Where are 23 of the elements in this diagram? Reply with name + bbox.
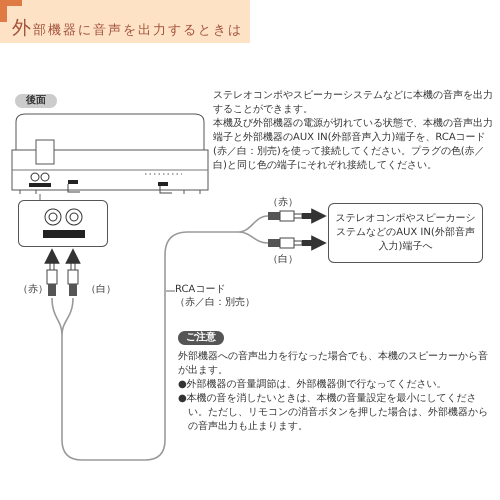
cable-label: （赤／白：別売） (175, 296, 255, 309)
arrow (302, 208, 327, 224)
destination-box (328, 203, 483, 263)
cable-label: RCAコード (175, 283, 226, 296)
note: ●外部機器の音量調節は、外部機器側で行なってください。 (178, 378, 448, 392)
color-label: （白） (86, 283, 117, 297)
caution-badge: ご注意 (178, 331, 224, 345)
color-label: （赤） (268, 196, 299, 210)
view-badge: 後面 (15, 94, 57, 108)
arrow (44, 248, 60, 264)
paragraph: ステレオコンポやスピーカーシステムなどに本機の音声を出力することができます。 (213, 89, 494, 117)
note: ●本機の音を消したいときは、本機の音量設定を最小にしてください。ただし、リモコンの消音ボタンを押した場合は、外部機器からの音声出力も止まります。 (178, 392, 489, 434)
arrow (302, 235, 327, 251)
turntable-drawing (10, 112, 210, 194)
note: 外部機器への音声出力を行なった場合でも、本機のスピーカーから音が出ます。 (178, 350, 489, 378)
title: 外部機器に音声を出力するときは (12, 16, 243, 41)
jack-panel (18, 200, 108, 247)
color-label: （白） (268, 253, 299, 267)
arrow (65, 248, 81, 264)
paragraph: 本機及び外部機器の電源が切れている状態で、本機の音声出力端子と外部機器のAUX IN(外部音声入力)端子を、RCAコード(赤／白：別売)を使って接続してください。プラグの色(赤／白)と同じ色の端子にそれぞれ接続してください。 (213, 117, 494, 173)
leader-line (166, 290, 176, 292)
box-text: ステレオコンポやスピーカーシステムなどのAUX IN(外部音声入力)端子へ (334, 212, 476, 254)
color-label: （赤） (18, 283, 49, 297)
